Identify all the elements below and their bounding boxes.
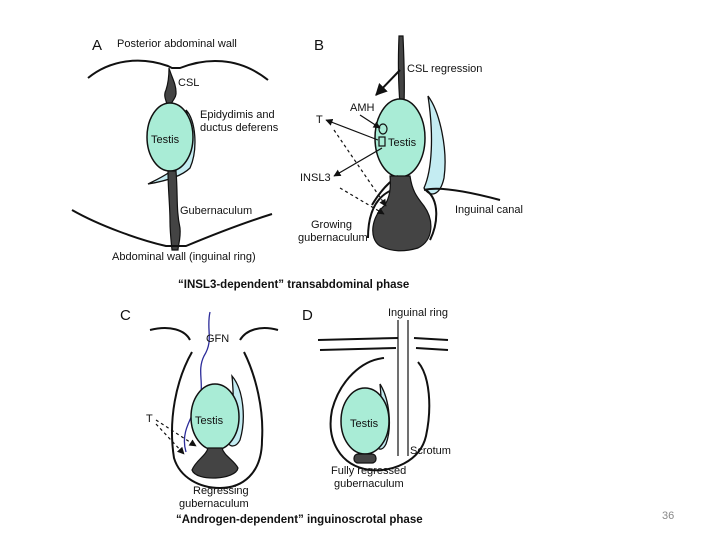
testis-d-label: Testis — [350, 418, 379, 430]
panel-d-letter: D — [302, 307, 313, 324]
csl-label: CSL — [178, 77, 199, 89]
dashed-arrow-2 — [339, 187, 385, 215]
abdominal-wall-label: Abdominal wall (inguinal ring) — [112, 251, 256, 263]
sertoli-cell-icon — [378, 136, 386, 147]
testis-a-label: Testis — [151, 134, 180, 146]
gfn-nerve — [183, 311, 211, 453]
t-arrow-c-1 — [155, 419, 197, 447]
t-label-b: T — [316, 114, 323, 126]
gubernaculum-b — [372, 175, 432, 252]
fully-regressed-label-2: gubernaculum — [334, 478, 404, 490]
gubernaculum-c — [191, 447, 239, 479]
panel-b: B CSL regression Testis AMH T INSL3 Ingu… — [298, 35, 523, 252]
testis-b-label: Testis — [388, 137, 417, 149]
amh-arrow — [359, 114, 381, 129]
abdominal-wall-d-bot — [319, 347, 449, 351]
csl-regression-label: CSL regression — [407, 63, 482, 75]
testis-c-label: Testis — [195, 415, 224, 427]
scrotum-outline-d — [329, 357, 431, 472]
insl3-arrow — [333, 147, 383, 177]
spermatic-cord — [397, 320, 409, 456]
epididymis-label-2: ductus deferens — [200, 122, 279, 134]
phase-top-caption: “INSL3-dependent” transabdominal phase — [178, 279, 409, 291]
leydig-cell-icon — [378, 123, 388, 135]
phase-bottom-caption: “Androgen-dependent” inguinoscrotal phas… — [176, 514, 423, 526]
panel-b-letter: B — [314, 37, 324, 54]
gubernaculum-d — [353, 453, 377, 464]
csl-regression-arrow — [375, 69, 401, 96]
insl3-label: INSL3 — [300, 172, 331, 184]
scrotum-outline-c — [171, 351, 264, 490]
panel-c: C GFN Testis T Regressing gubernaculum — [120, 307, 279, 510]
posterior-wall-label: Posterior abdominal wall — [117, 38, 237, 50]
panel-a: A Posterior abdominal wall CSL Testis Ep… — [71, 37, 279, 263]
growing-label-1: Growing — [311, 219, 352, 231]
panel-c-letter: C — [120, 307, 131, 324]
regressing-label-2: gubernaculum — [179, 498, 249, 510]
panel-d: D Inguinal ring Testis Scrotum Fully reg… — [302, 307, 451, 490]
abdominal-wall-d-top — [317, 337, 449, 341]
inguinal-ring-label: Inguinal ring — [388, 307, 448, 319]
amh-label: AMH — [350, 102, 375, 114]
posterior-abdominal-wall — [87, 59, 269, 81]
growing-label-2: gubernaculum — [298, 232, 368, 244]
inguinal-canal-outline — [367, 189, 438, 241]
abdominal-wall-a — [71, 209, 273, 247]
t-arrow — [325, 118, 379, 141]
inguinal-canal-label: Inguinal canal — [455, 204, 523, 216]
abdominal-wall-c — [149, 327, 279, 341]
gubernaculum-a — [167, 170, 181, 251]
regressing-label-1: Regressing — [193, 485, 249, 497]
gubernaculum-label: Gubernaculum — [180, 205, 252, 217]
panel-a-letter: A — [92, 37, 102, 54]
fully-regressed-label-1: Fully regressed — [331, 465, 406, 477]
gfn-label: GFN — [206, 333, 229, 345]
slide-number: 36 — [662, 510, 674, 522]
scrotum-label: Scrotum — [410, 445, 451, 457]
t-arrow-c-2 — [155, 423, 185, 455]
epididymis-b — [423, 95, 446, 195]
t-label-c: T — [146, 413, 153, 425]
epididymis-label-1: Epidydimis and — [200, 109, 275, 121]
